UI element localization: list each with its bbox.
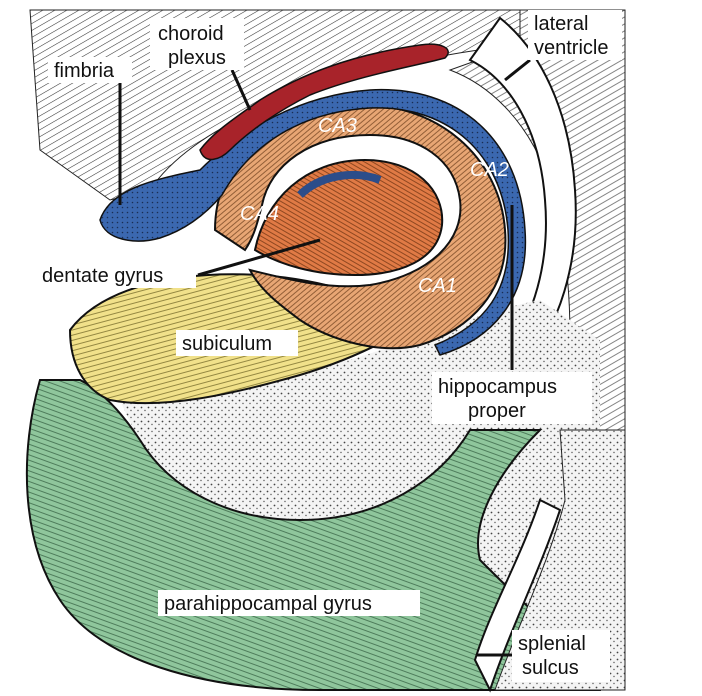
choroid-plexus-region: [199, 43, 449, 161]
ammons-horn-region: [213, 103, 507, 350]
choroid-plexus-line2: plexus: [168, 47, 226, 69]
ca2-label: CA2: [470, 159, 509, 181]
label-hippocampus-proper: hippocampus proper: [432, 372, 592, 424]
choroid-plexus-line1: choroid: [158, 23, 224, 45]
parahippocampal-gyrus-text: parahippocampal gyrus: [164, 593, 372, 615]
dentate-gyrus-text: dentate gyrus: [42, 265, 163, 287]
label-lateral-ventricle: lateral ventricle: [528, 10, 622, 60]
splenial-sulcus-region: [473, 498, 562, 693]
label-splenial-sulcus: splenial sulcus: [512, 630, 610, 682]
label-parahippocampal-gyrus: parahippocampal gyrus: [158, 590, 420, 616]
label-dentate-gyrus: dentate gyrus: [36, 262, 196, 288]
hippocampus-proper-line1: hippocampus: [438, 376, 557, 398]
lateral-ventricle-leader: [504, 58, 531, 82]
ca3-label: CA3: [318, 115, 357, 137]
ca4-label: CA4: [240, 203, 279, 225]
label-fimbria: fimbria: [48, 57, 132, 83]
alveus-layer: [99, 88, 527, 356]
right-lower-tissue: [494, 429, 626, 691]
splenial-sulcus-line1: splenial: [518, 633, 586, 655]
lateral-ventricle-line2: ventricle: [534, 37, 608, 59]
subiculum-text: subiculum: [182, 333, 272, 355]
lateral-ventricle-line1: lateral: [534, 13, 588, 35]
label-choroid-plexus: choroid plexus: [150, 18, 244, 70]
hippocampus-proper-line2: proper: [468, 400, 526, 422]
dentate-inner-fold: [297, 171, 382, 198]
choroid-plexus-leader: [230, 69, 252, 111]
ca1-label: CA1: [418, 275, 457, 297]
splenial-sulcus-line2: sulcus: [522, 657, 579, 679]
fimbria-text: fimbria: [54, 60, 115, 82]
label-subiculum: subiculum: [176, 330, 298, 356]
dentate-gyrus-leader: [197, 238, 321, 277]
